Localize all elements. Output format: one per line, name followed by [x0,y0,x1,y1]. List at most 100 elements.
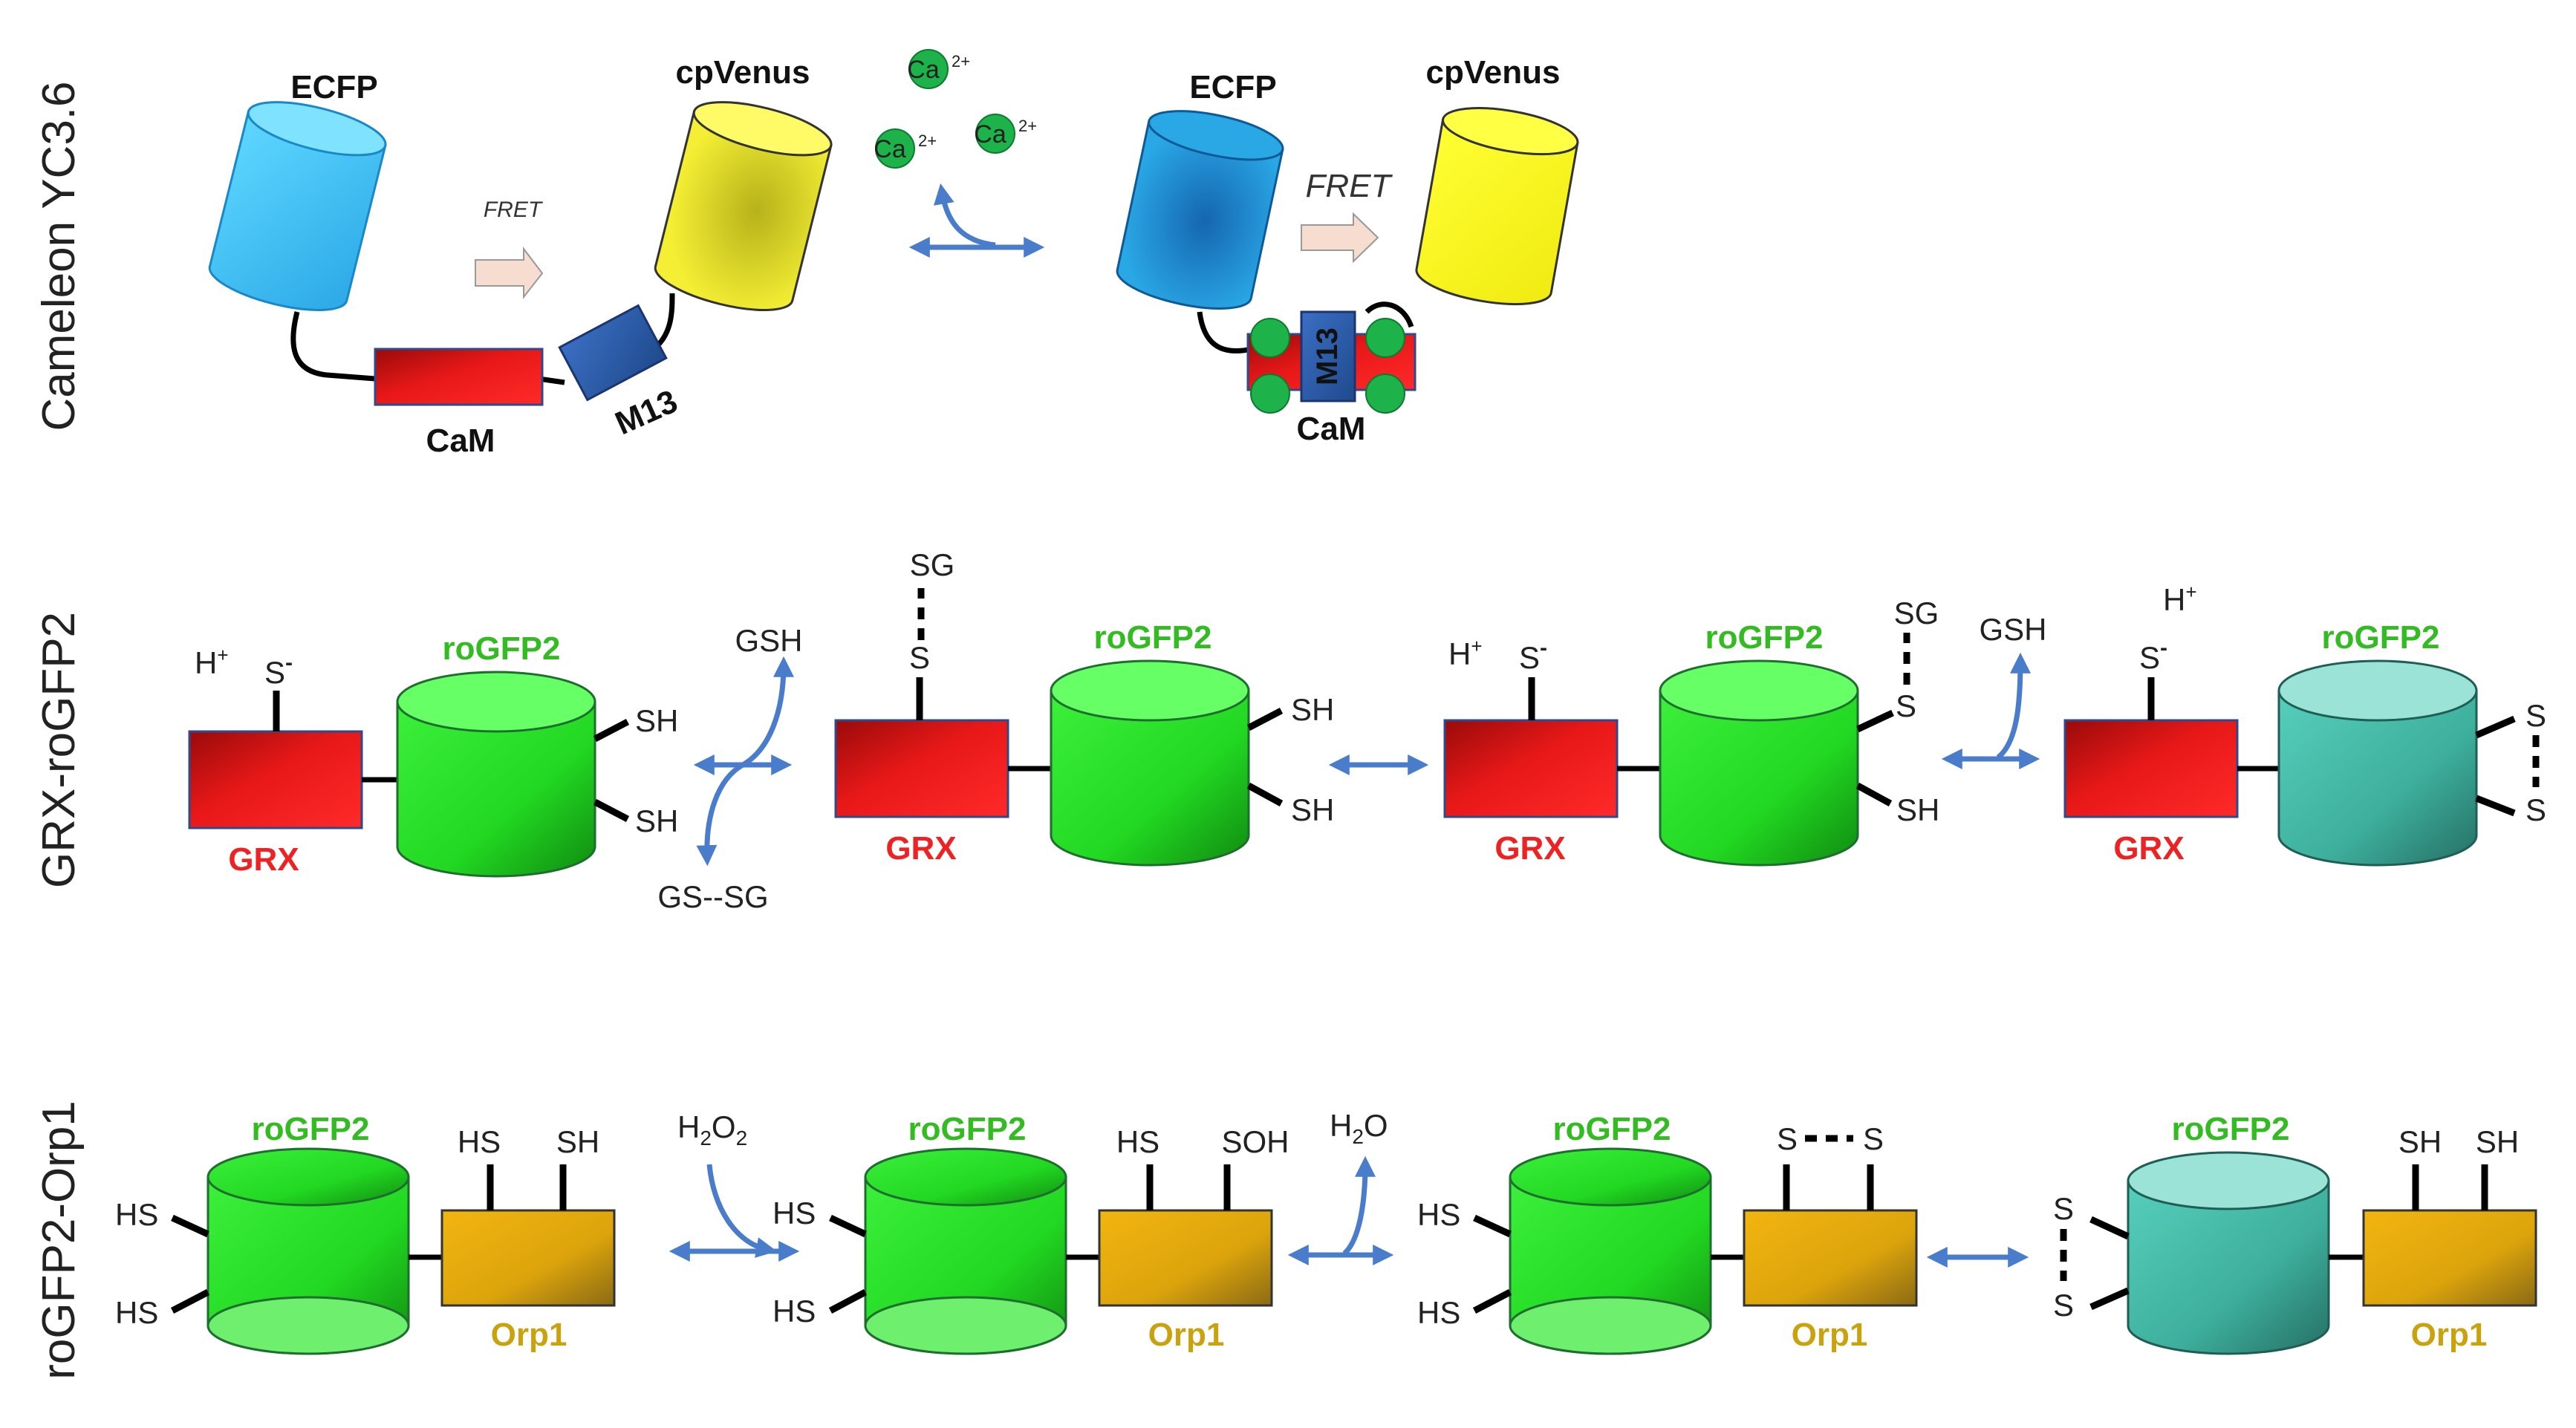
fret-arrow [1301,212,1379,264]
rogfp2-barrel-oxidized [2277,659,2478,867]
m13-peptide [1300,310,1356,402]
sulfur-label: S [1863,1121,1884,1156]
sulfur-label: S [2053,1288,2074,1323]
rogfp2-barrel-oxidized [2127,1151,2330,1355]
linker [1365,301,1414,328]
fret-arrow [475,247,544,299]
cpvenus-barrel [1415,107,1579,305]
fret-label: FRET [1306,168,1393,204]
thiol-label: SH [1896,792,1939,827]
rogfp2-label: roGFP2 [2322,619,2440,656]
side-label-rogfp2-orp1: roGFP2-Orp1 [33,1101,85,1380]
h2o-label: H2O [1330,1108,1388,1148]
orp1-label: Orp1 [1148,1317,1225,1353]
rogfp2-label: roGFP2 [1553,1111,1671,1147]
rogfp2-barrel [864,1147,1067,1355]
cpvenus-barrel [654,101,833,311]
sulfur-label: S [2053,1191,2074,1226]
calcium-ion: Ca 2+ [874,128,937,169]
grx-domain [188,730,363,829]
ecfp-label: ECFP [290,69,377,105]
grx-label: GRX [228,841,299,878]
gsh-label: GSH [735,623,802,658]
grx-state-4: GRX H+ S- roGFP2 S S [2063,581,2546,867]
side-label-cameleon: Cameleon YC3.6 [33,81,85,431]
thiolate-label: S- [264,651,293,690]
thiol-label: SH [1291,792,1334,827]
orp-state-3: roGFP2 HS HS Orp1 S S [1417,1111,1918,1355]
orp1-label: Orp1 [1792,1317,1868,1353]
rogfp2-label: roGFP2 [252,1111,370,1147]
cam-label: CaM [1297,411,1366,447]
orp1-label: Orp1 [2411,1317,2488,1353]
calcium-ion: Ca 2+ [907,49,970,89]
thiol-label: SH [2398,1124,2442,1159]
calcium-ion: Ca 2+ [974,114,1037,154]
thiol-label: SH [2476,1124,2519,1159]
ecfp-barrel [208,101,387,311]
bound-calcium-beads [1250,318,1405,414]
proton-label: H+ [1448,635,1483,671]
rogfp2-label: roGFP2 [1094,619,1212,656]
thiol-label: SH [635,803,678,838]
rogfp2-label: roGFP2 [1705,619,1824,656]
thiol-label: SH [635,703,678,738]
cpvenus-label: cpVenus [676,54,810,91]
sulfur-label: S [909,640,930,675]
calcium-ions: Ca 2+ Ca 2+ Ca 2+ [874,49,1037,169]
thiolate-label: S- [2139,636,2167,675]
rogfp2-barrel [1050,659,1250,867]
linker [290,311,376,382]
sulfur-label: S [1896,688,1916,723]
m13-label: M13 [1311,327,1344,385]
svg-text:2+: 2+ [918,131,937,150]
orp1-domain [440,1209,616,1307]
m13-peptide [558,304,668,402]
orp1-domain [2362,1209,2537,1307]
sulfur-label: S [2525,698,2546,733]
orp1-label: Orp1 [491,1317,567,1353]
thiol-label: HS [1116,1124,1159,1159]
svg-text:2+: 2+ [952,52,970,71]
side-label-grx-rogfp2: GRX-roGFP2 [33,612,85,888]
thiol-label: HS [115,1295,158,1330]
glutathione-label: SG [1894,596,1939,630]
svg-text:Ca: Ca [907,56,940,84]
orp-state-4: roGFP2 S S Orp1 SH SH [2053,1111,2537,1355]
cpvenus-label: cpVenus [1426,54,1561,91]
orp-state-2: roGFP2 HS HS Orp1 HS SOH [773,1111,1289,1355]
linker [1197,311,1252,354]
thiolate-label: S- [1519,636,1547,675]
thiol-label: HS [1417,1295,1460,1330]
grx-state-1: GRX H+ S- roGFP2 SH SH [188,630,678,878]
fret-label: FRET [484,198,544,222]
svg-text:Ca: Ca [874,135,906,163]
thiol-label: HS [773,1294,816,1328]
rogfp2-label: roGFP2 [443,630,561,667]
gssg-label: GS--SG [657,879,768,914]
orp-state-1: roGFP2 HS HS Orp1 HS SH [115,1111,616,1355]
grx-label: GRX [1494,830,1565,867]
svg-text:2+: 2+ [1018,117,1037,135]
calcium-binding-arrow [908,183,1045,258]
glutathione-release-arrow: GSH [1941,612,2047,769]
rogfp2-barrel [206,1147,410,1355]
proton-label: H+ [195,644,229,680]
grx-label: GRX [885,830,956,867]
cam-domain [374,348,544,406]
cameleon-left-state: ECFP cpVenus FRET CaM M13 [208,54,833,459]
ecfp-label: ECFP [1189,69,1276,105]
orp1-domain [1098,1209,1273,1307]
cam-label: CaM [426,423,495,459]
thiol-label: SH [1291,692,1334,727]
rogfp2-barrel [1659,659,1859,867]
m13-label: M13 [610,383,683,443]
sulfur-label: S [1777,1121,1798,1156]
grx-state-2: GRX S SG roGFP2 SH SH [834,547,1334,867]
rogfp2-label: roGFP2 [908,1111,1027,1147]
glutathione-label: SG [910,547,955,582]
grx-domain [834,719,1009,818]
sulfenic-acid-label: SOH [1221,1124,1289,1159]
water-release-arrow: H2O [1287,1108,1394,1265]
